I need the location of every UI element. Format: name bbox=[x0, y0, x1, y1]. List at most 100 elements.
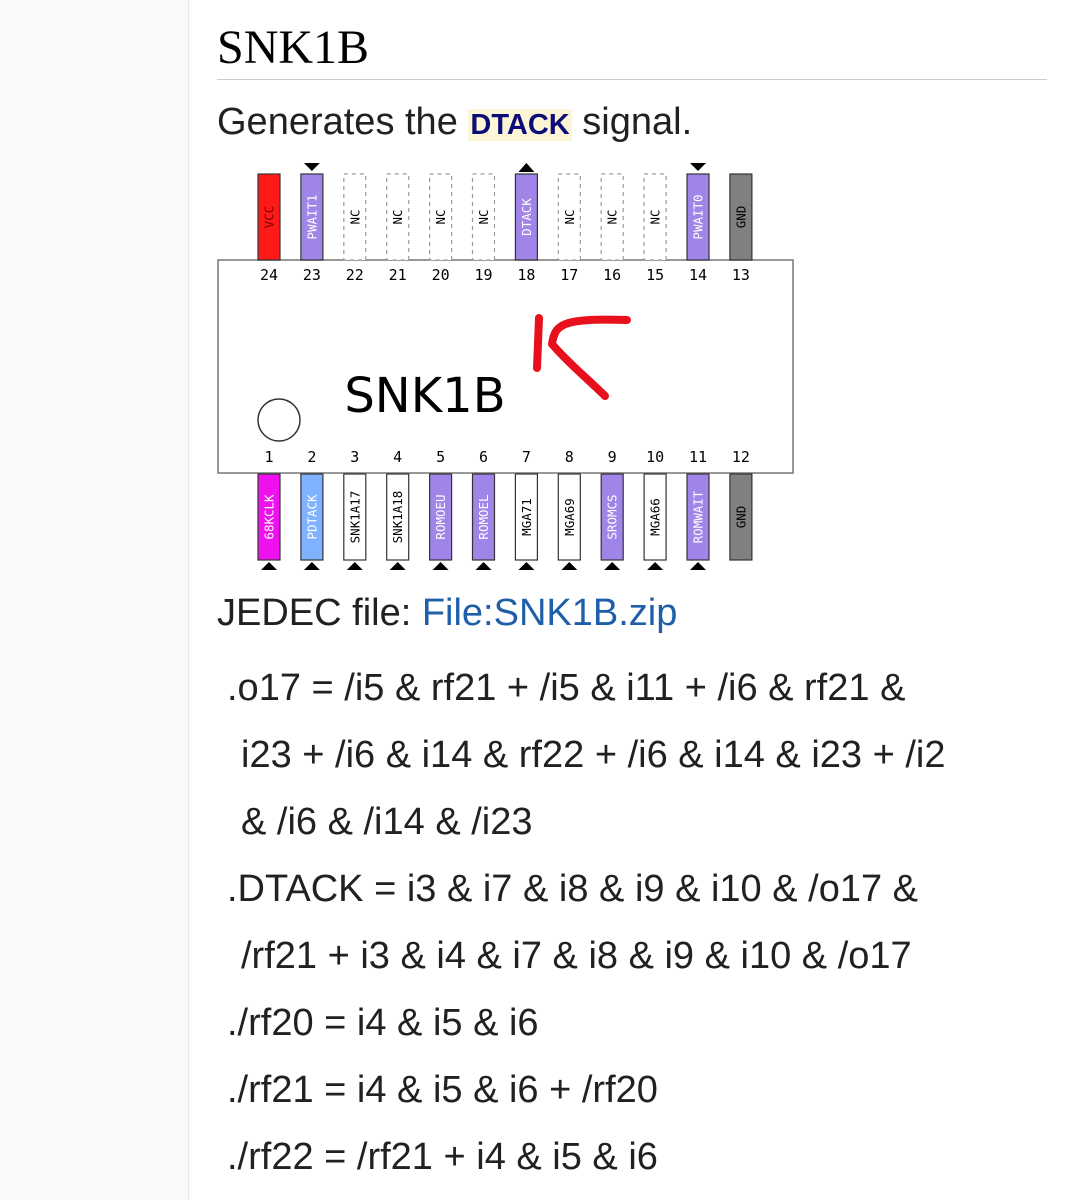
pin-10-body bbox=[643, 473, 667, 561]
pin-7-label: MGA71 bbox=[519, 498, 534, 536]
pin-1-number: 1 bbox=[264, 448, 273, 466]
intro-text: Generates the DTACK signal. bbox=[217, 98, 692, 149]
signal-name: DTACK bbox=[468, 109, 572, 141]
pin-21-label: NC bbox=[390, 209, 405, 224]
pin-14-arrow bbox=[690, 163, 706, 171]
pin-9-label: SROMCS bbox=[605, 494, 620, 539]
jedec-line: JEDEC file: File:SNK1B.zip bbox=[217, 589, 677, 637]
equation: ./rf22 = /rf21 + i4 & i5 & i6 bbox=[227, 1124, 1037, 1191]
pin-1-body bbox=[257, 473, 281, 561]
pin-18-arrow bbox=[518, 163, 535, 172]
pin-12-label: GND bbox=[733, 506, 748, 529]
pin-20-label: NC bbox=[433, 209, 448, 224]
pin-1-label: 68KCLK bbox=[262, 494, 277, 540]
left-sidebar bbox=[0, 0, 189, 1200]
jedec-file-link[interactable]: File:SNK1B.zip bbox=[421, 592, 678, 634]
intro-after: signal. bbox=[571, 101, 693, 143]
pin-13-body bbox=[729, 173, 753, 261]
pin-9-body bbox=[600, 473, 624, 561]
pin-7-arrow bbox=[518, 562, 535, 570]
pin-13-number: 13 bbox=[732, 266, 750, 284]
pin-14-body bbox=[686, 173, 710, 261]
pin-21-number: 21 bbox=[389, 266, 407, 284]
pin-2-number: 2 bbox=[307, 448, 316, 466]
pin-13-label: GND bbox=[733, 206, 748, 229]
pin-22-body bbox=[343, 173, 367, 261]
pin-10-arrow bbox=[647, 562, 664, 570]
pin-12-body bbox=[729, 473, 753, 561]
pin-16-label: NC bbox=[605, 209, 620, 224]
pin-23-label: PWAIT1 bbox=[304, 194, 319, 239]
pin-5-body bbox=[429, 473, 453, 561]
pin-5-arrow bbox=[432, 562, 449, 570]
pin-11-arrow bbox=[690, 562, 706, 570]
pin-3-arrow bbox=[346, 562, 363, 570]
pin-17-number: 17 bbox=[560, 266, 578, 284]
pin-4-arrow bbox=[389, 562, 406, 570]
equation: .DTACK = i3 & i7 & i8 & i9 & i10 & /o17 … bbox=[227, 856, 1037, 990]
pin-12-number: 12 bbox=[732, 448, 750, 466]
pin-18-number: 18 bbox=[517, 266, 535, 284]
red-annotation-arrow-stem bbox=[533, 314, 543, 372]
pin-23-number: 23 bbox=[303, 266, 321, 284]
title-divider bbox=[217, 79, 1047, 80]
pin-8-body bbox=[557, 473, 581, 561]
pin-14-number: 14 bbox=[689, 266, 707, 284]
pin-2-arrow bbox=[303, 562, 320, 570]
pin-24-body bbox=[257, 173, 281, 261]
jedec-label: JEDEC file: bbox=[217, 592, 422, 634]
pin-6-body bbox=[471, 473, 496, 561]
pin-15-number: 15 bbox=[646, 266, 664, 284]
pin-2-body bbox=[300, 473, 324, 561]
pin-15-label: NC bbox=[648, 209, 663, 224]
equation: ./rf21 = i4 & i5 & i6 + /rf20 bbox=[227, 1057, 1037, 1124]
section-title: SNK1B bbox=[217, 21, 370, 74]
pin-4-label: SNK1A18 bbox=[390, 491, 405, 544]
pin-8-label: MGA69 bbox=[562, 498, 577, 536]
pin-15-body bbox=[643, 173, 667, 261]
pin-23-arrow bbox=[303, 163, 320, 171]
pin-10-number: 10 bbox=[646, 448, 664, 466]
pin-6-arrow bbox=[475, 562, 492, 570]
pin-17-label: NC bbox=[562, 209, 577, 224]
pin-3-label: SNK1A17 bbox=[347, 491, 362, 544]
pin-1-arrow bbox=[261, 562, 277, 570]
intro-before: Generates the bbox=[217, 101, 469, 143]
pin-11-label: ROMWAIT bbox=[691, 490, 706, 543]
pin-9-number: 9 bbox=[608, 448, 617, 466]
pin-5-number: 5 bbox=[436, 448, 445, 466]
equation-line: .o17 = /i5 & rf21 + /i5 & i11 + /i6 & rf… bbox=[227, 667, 906, 709]
red-annotation-arrow bbox=[548, 315, 631, 400]
pin-16-number: 16 bbox=[603, 266, 621, 284]
pin-19-label: NC bbox=[476, 209, 491, 224]
pin-14-label: PWAIT0 bbox=[691, 194, 706, 239]
chip-name: SNK1B bbox=[344, 368, 505, 424]
pin-6-label: ROMOEL bbox=[476, 494, 491, 539]
pin-4-number: 4 bbox=[393, 448, 402, 466]
equation-continuation: i23 + /i6 & i14 & rf22 + /i6 & i14 & i23… bbox=[241, 734, 946, 776]
pin-22-label: NC bbox=[347, 209, 362, 224]
pin-5-label: ROMOEU bbox=[433, 494, 448, 539]
pin-6-number: 6 bbox=[479, 448, 488, 466]
pin-8-number: 8 bbox=[565, 448, 574, 466]
equation: .o17 = /i5 & rf21 + /i5 & i11 + /i6 & rf… bbox=[227, 655, 1037, 856]
pin-7-body bbox=[514, 473, 538, 561]
pin-17-body bbox=[557, 173, 581, 261]
equation-continuation: & /i6 & /i14 & /i23 bbox=[241, 801, 533, 843]
pin-18-body bbox=[514, 173, 538, 261]
chip-pinout-diagram: SNK1BVCC24PWAIT123NC22NC21NC20NC19DTACK1… bbox=[217, 163, 794, 570]
pin-8-arrow bbox=[561, 562, 578, 570]
pin-2-label: PDTACK bbox=[304, 494, 319, 540]
pin-19-body bbox=[471, 173, 496, 261]
pin1-marker bbox=[257, 398, 301, 442]
pin-23-body bbox=[300, 173, 324, 261]
pin-10-label: MGA66 bbox=[648, 498, 663, 536]
pin-3-number: 3 bbox=[350, 448, 359, 466]
pin-11-number: 11 bbox=[689, 448, 707, 466]
equation: ./rf20 = i4 & i5 & i6 bbox=[227, 990, 1037, 1057]
pin-4-body bbox=[386, 473, 410, 561]
pin-16-body bbox=[600, 173, 624, 261]
pin-21-body bbox=[386, 173, 410, 261]
equation-continuation: /rf21 + i3 & i4 & i7 & i8 & i9 & i10 & /… bbox=[241, 935, 912, 977]
pin-20-body bbox=[429, 173, 453, 261]
